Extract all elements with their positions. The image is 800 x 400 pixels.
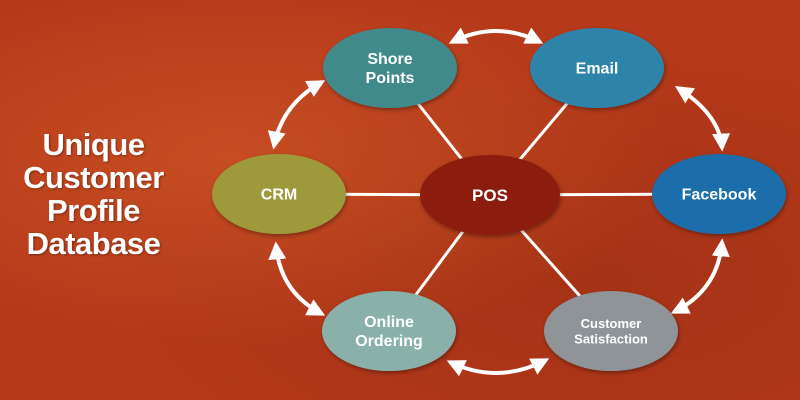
node-online-ordering-shape — [322, 291, 456, 371]
node-email-shape — [530, 28, 664, 108]
node-email-label-1: Email — [576, 61, 619, 78]
node-shore-points-label-2: Points — [366, 70, 415, 87]
node-facebook: Facebook — [652, 154, 786, 234]
arrow-email-facebook — [674, 86, 731, 152]
node-pos: POS — [420, 155, 560, 235]
node-facebook-shape — [652, 154, 786, 234]
node-customer-satisfaction-shape — [544, 291, 678, 371]
arrow-facebook-satisfaction — [670, 238, 730, 314]
diagram-title: Unique Customer Profile Database — [6, 128, 181, 260]
node-online-ordering-label-1: Online — [364, 314, 414, 331]
node-facebook-label-1: Facebook — [682, 187, 757, 204]
arrow-satisfaction-ordering — [446, 358, 550, 377]
node-crm: CRM — [212, 154, 346, 234]
title-line-1: Unique — [42, 127, 145, 162]
arrow-crm-shore-points — [267, 80, 326, 150]
title-line-2: Customer — [23, 160, 164, 195]
node-customer-satisfaction-label-2: Satisfaction — [574, 331, 648, 346]
arrow-ordering-crm — [268, 241, 326, 316]
node-email: Email — [530, 28, 664, 108]
arrow-shore-points-email — [448, 27, 544, 44]
node-pos-shape — [420, 155, 560, 235]
node-online-ordering-label-2: Ordering — [355, 333, 423, 350]
connection-arrows — [267, 27, 731, 377]
node-shore-points-shape — [323, 28, 457, 108]
node-crm-shape — [212, 154, 346, 234]
node-pos-label-1: POS — [472, 186, 508, 205]
node-shore-points-label-1: Shore — [367, 51, 412, 68]
title-line-3: Profile — [47, 193, 140, 228]
node-crm-label-1: CRM — [261, 187, 297, 204]
title-line-4: Database — [26, 226, 161, 261]
node-customer-satisfaction-label-1: Customer — [581, 316, 642, 331]
